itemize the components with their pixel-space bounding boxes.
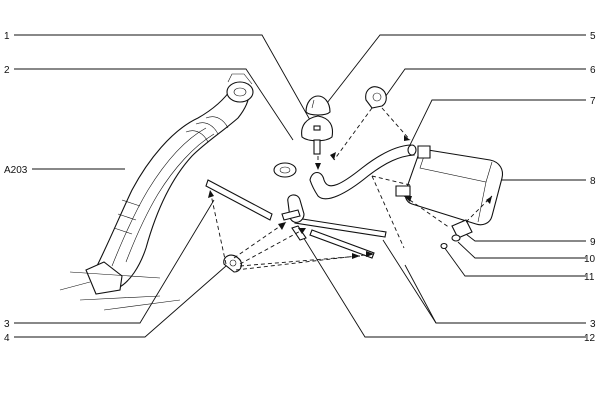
vapour-hose-7 (309, 144, 417, 200)
callout-3-right: 3 (590, 319, 596, 330)
callout-labels-right: 5 6 7 8 9 10 11 3 12 (584, 31, 596, 344)
filler-neck-a203 (59, 73, 254, 311)
callout-9: 9 (590, 237, 596, 248)
callout-6: 6 (590, 65, 596, 76)
callout-labels-left: 1 2 A203 3 4 (4, 31, 28, 344)
canister-bracket (440, 219, 473, 250)
callout-a203: A203 (4, 165, 28, 176)
callout-2: 2 (4, 65, 10, 76)
callout-7: 7 (590, 96, 596, 107)
callout-10: 10 (584, 254, 596, 265)
assembly-lines (209, 107, 493, 271)
callout-8: 8 (590, 176, 596, 187)
hose-clip-bottom (223, 254, 243, 273)
callout-4: 4 (4, 333, 10, 344)
leader-lines (14, 34, 586, 338)
callout-11: 11 (584, 272, 595, 283)
check-valve (301, 95, 334, 155)
grommet (273, 162, 297, 178)
callout-12: 12 (584, 333, 596, 344)
arrow-heads (208, 135, 492, 259)
callout-1: 1 (4, 31, 10, 42)
hose-clip-top (365, 86, 387, 109)
connecting-tubes (205, 179, 387, 259)
callout-3-left: 3 (4, 319, 10, 330)
callout-5: 5 (590, 31, 596, 42)
separator-canister (395, 145, 504, 226)
tee-connector (281, 194, 307, 241)
